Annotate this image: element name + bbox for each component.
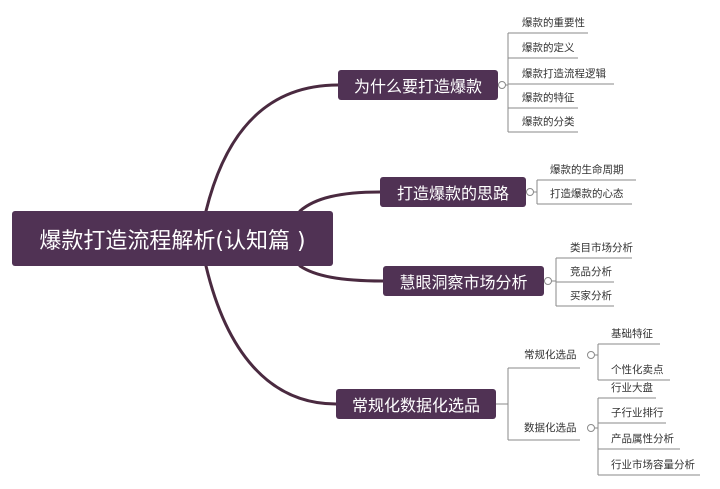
branch-node-4[interactable]: 常规化数据化选品: [336, 389, 496, 419]
leaf-node[interactable]: 爆款的重要性: [522, 17, 585, 29]
leaf-node[interactable]: 类目市场分析: [570, 242, 633, 254]
connector-root-branch-3: [298, 264, 385, 283]
leaf-node[interactable]: 基础特征: [611, 328, 653, 340]
branch-label-3: 慧眼洞察市场分析: [399, 273, 528, 292]
branch-label-2: 打造爆款的思路: [396, 184, 509, 203]
branch-label-4: 常规化数据化选品: [351, 396, 480, 415]
leaf-node[interactable]: 爆款打造流程逻辑: [522, 68, 606, 80]
branch-4-connectors: [496, 343, 700, 476]
root-node[interactable]: 爆款打造流程解析(认知篇 ): [12, 211, 333, 266]
branch-3-connectors: [544, 257, 632, 307]
trunk-connectors: [204, 83, 385, 406]
leaf-node[interactable]: 爆款的生命周期: [550, 164, 624, 176]
leaf-node[interactable]: 行业大盘: [611, 382, 653, 394]
leaf-node[interactable]: 打造爆款的心态: [550, 188, 624, 200]
subgroup-node[interactable]: 常规化选品: [524, 349, 577, 361]
branch-node-3[interactable]: 慧眼洞察市场分析: [383, 266, 544, 296]
connector-root-branch-4: [204, 264, 338, 406]
branch-label-1: 为什么要打造爆款: [353, 77, 482, 96]
connector-root-branch-2: [298, 190, 382, 213]
root-label: 爆款打造流程解析(认知篇 ): [39, 228, 306, 254]
branch-1-connectors: [498, 32, 614, 133]
leaf-node[interactable]: 竞品分析: [570, 266, 612, 278]
leaf-node[interactable]: 爆款的分类: [522, 116, 575, 128]
branch-node-1[interactable]: 为什么要打造爆款: [338, 70, 498, 100]
leaf-node[interactable]: 爆款的定义: [522, 42, 575, 54]
leaf-node[interactable]: 爆款的特征: [522, 92, 575, 104]
leaf-node[interactable]: 个性化卖点: [611, 364, 664, 376]
leaf-node[interactable]: 子行业排行: [611, 407, 664, 419]
branch-node-2[interactable]: 打造爆款的思路: [380, 177, 526, 207]
subgroup-node[interactable]: 数据化选品: [524, 422, 577, 434]
leaf-node[interactable]: 产品属性分析: [611, 433, 674, 445]
leaf-node[interactable]: 买家分析: [570, 290, 612, 302]
branch-2-connectors: [526, 179, 636, 205]
connector-root-branch-1: [204, 83, 340, 213]
leaf-node[interactable]: 行业市场容量分析: [611, 459, 695, 471]
